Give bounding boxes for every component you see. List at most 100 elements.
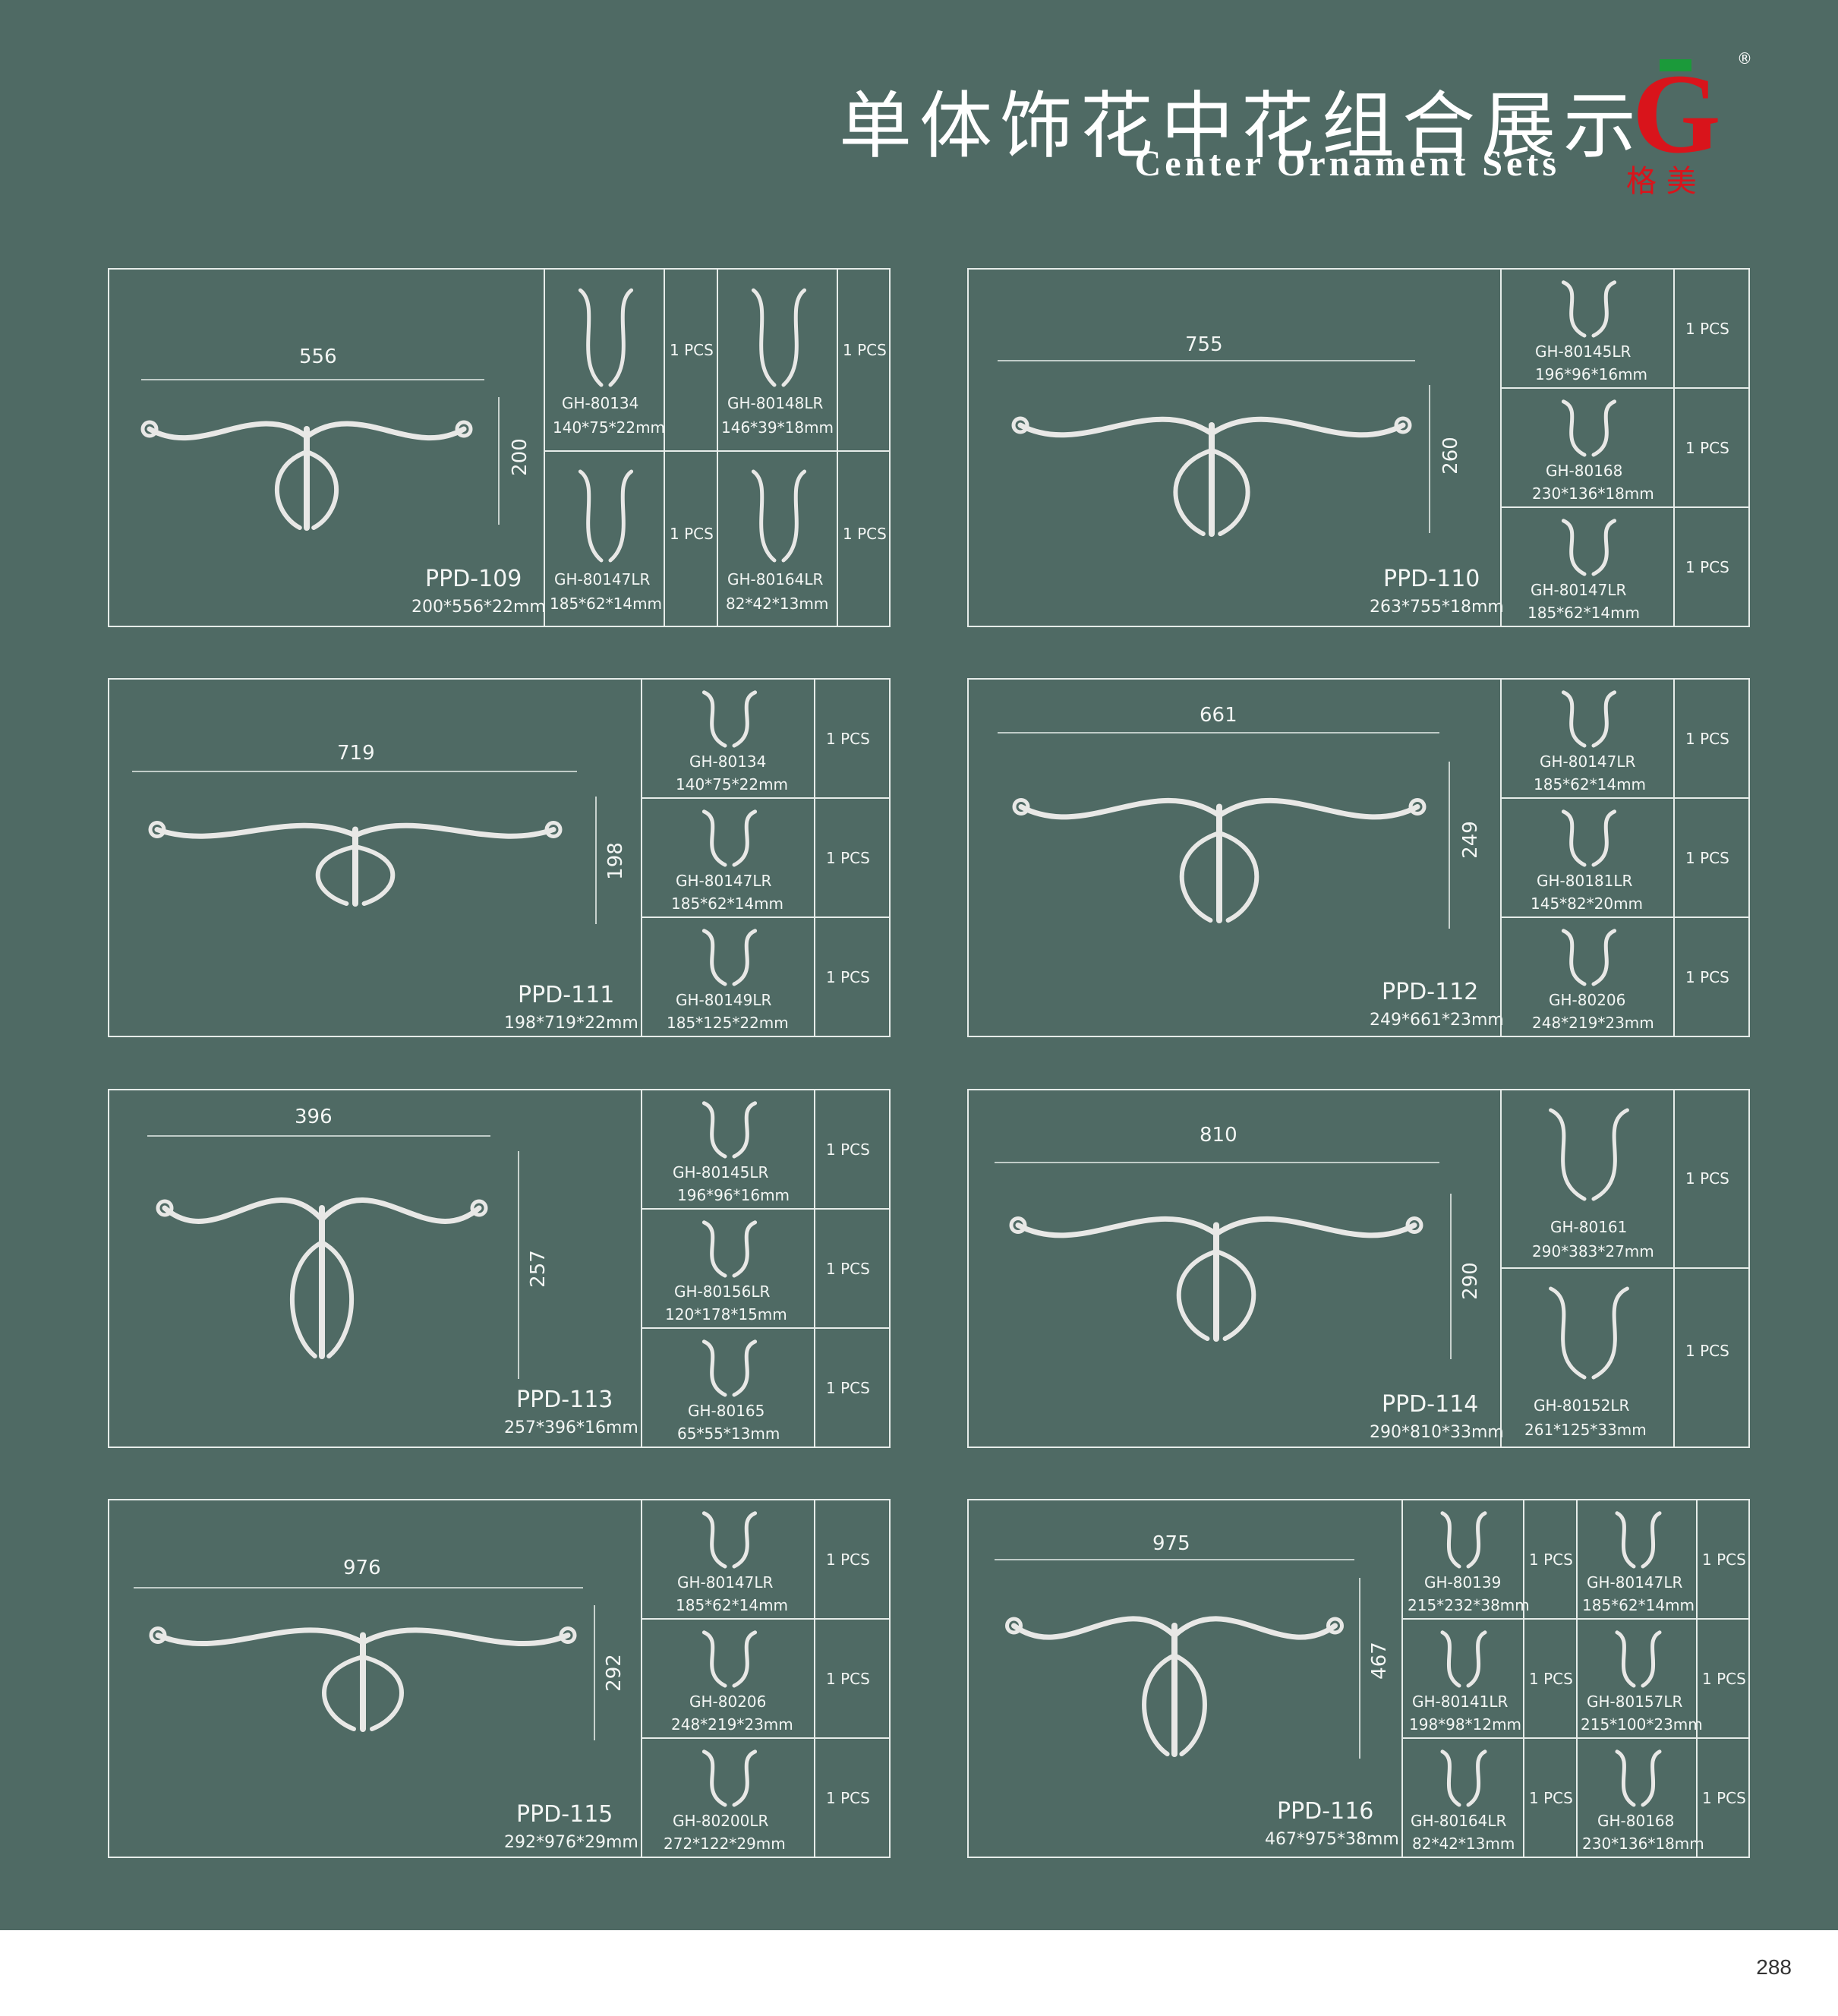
- part-code: GH-80145LR: [673, 1163, 769, 1182]
- ornament-curl: [1012, 798, 1030, 816]
- height-label: 260: [1439, 437, 1462, 475]
- part-ornament-scroll: [701, 1630, 727, 1688]
- part-ornament-scroll: [751, 469, 777, 563]
- part-cell: GH-80206 248*219*23mm: [641, 1618, 815, 1739]
- part-ornament-scroll: [732, 1339, 758, 1397]
- height-ruler: [1449, 762, 1450, 929]
- width-ruler: [998, 732, 1439, 734]
- ornament-lower-scroll: [1214, 1249, 1256, 1341]
- part-size: 185*62*14mm: [1534, 775, 1647, 793]
- part-cell: GH-80141LR 198*98*12mm: [1401, 1618, 1524, 1739]
- part-ornament-scroll: [751, 288, 777, 387]
- ornament-scroll: [1018, 797, 1222, 820]
- qty-cell: 1 PCS: [814, 1089, 891, 1210]
- height-label: 290: [1458, 1262, 1482, 1300]
- part-qty: 1 PCS: [1529, 1789, 1573, 1807]
- ornament-lower-scroll: [275, 450, 309, 530]
- part-code: GH-80181LR: [1537, 872, 1633, 890]
- part-ornament: [701, 1630, 758, 1688]
- part-ornament-scroll: [732, 690, 758, 748]
- width-ruler: [141, 379, 484, 380]
- part-size: 140*75*22mm: [676, 775, 789, 793]
- width-label: 719: [337, 742, 375, 765]
- ornament-curl: [1005, 1617, 1023, 1635]
- part-ornament: [578, 469, 634, 563]
- ornament-curl: [1408, 798, 1427, 816]
- ornament-curl: [156, 1199, 174, 1217]
- height-ruler: [1359, 1578, 1360, 1759]
- part-ornament: [1549, 1108, 1629, 1201]
- part-ornament-scroll: [1591, 809, 1617, 867]
- qty-cell: 1 PCS: [814, 1618, 891, 1739]
- height-ruler: [1450, 1194, 1452, 1359]
- height-label: 257: [526, 1250, 550, 1288]
- ornament-scroll: [1017, 416, 1215, 438]
- ornament-lower-scroll: [322, 1655, 365, 1731]
- ornament-lower-scroll: [1172, 1653, 1207, 1756]
- ornament-scroll: [1209, 416, 1406, 438]
- ornament-lower-scroll: [1209, 448, 1250, 536]
- part-ornament-scroll: [1549, 1108, 1587, 1201]
- part-code: GH-80165: [688, 1402, 765, 1420]
- part-size: 215*100*23mm: [1581, 1715, 1703, 1734]
- set-code: PPD-111: [518, 982, 615, 1008]
- qty-cell: 1 PCS: [814, 1327, 891, 1448]
- part-code: GH-80147LR: [1531, 581, 1627, 599]
- part-size: 272*122*29mm: [664, 1835, 786, 1853]
- part-code: GH-80206: [689, 1693, 767, 1711]
- part-ornament-scroll: [732, 1101, 758, 1159]
- ornament-ppd-113: [156, 1197, 488, 1359]
- ornament-ppd-114: [1009, 1216, 1423, 1342]
- part-ornament: [1561, 280, 1617, 338]
- part-cell: GH-80168 230*136*18mm: [1576, 1737, 1704, 1858]
- part-code: GH-80156LR: [674, 1282, 771, 1301]
- part-ornament: [1561, 929, 1617, 986]
- part-cell: GH-80147LR 185*62*14mm: [1500, 678, 1675, 799]
- set-size: 257*396*16mm: [504, 1418, 638, 1437]
- part-ornament-scroll: [1561, 809, 1587, 867]
- width-ruler: [995, 1162, 1439, 1163]
- part-cell: GH-80139 215*232*38mm: [1401, 1499, 1530, 1620]
- height-ruler: [498, 397, 500, 525]
- part-cell: GH-80148LR 146*39*18mm: [717, 268, 838, 452]
- part-code: GH-80149LR: [676, 991, 772, 1009]
- qty-cell: 1 PCS: [837, 450, 891, 627]
- part-qty: 1 PCS: [826, 1379, 870, 1397]
- part-code: GH-80134: [562, 394, 639, 412]
- width-label: 396: [295, 1106, 333, 1128]
- logo-green-bar: [1660, 59, 1691, 71]
- part-qty: 1 PCS: [1685, 968, 1729, 986]
- ornament-scroll: [1171, 1616, 1338, 1640]
- part-qty: 1 PCS: [826, 1670, 870, 1688]
- part-code: GH-80157LR: [1587, 1693, 1683, 1711]
- part-ornament-scroll: [578, 288, 604, 387]
- part-ornament-scroll: [1641, 1511, 1662, 1569]
- part-size: 196*96*16mm: [677, 1186, 790, 1204]
- set-panel-ppd-110: 755 260 PPD-110 263*755*18mm GH-80145LR …: [967, 268, 1750, 627]
- registered-mark: ®: [1737, 49, 1752, 68]
- width-label: 810: [1200, 1124, 1237, 1147]
- part-ornament-scroll: [1440, 1749, 1461, 1807]
- part-code: GH-80161: [1550, 1218, 1628, 1236]
- set-size: 290*810*33mm: [1370, 1423, 1504, 1442]
- logo-caption: 格 美: [1626, 164, 1697, 199]
- height-label: 292: [602, 1654, 626, 1692]
- part-qty: 1 PCS: [843, 525, 887, 543]
- ornament-lower-scroll: [361, 1655, 404, 1731]
- part-qty: 1 PCS: [843, 341, 887, 359]
- part-qty: 1 PCS: [826, 1141, 870, 1159]
- part-size: 230*136*18mm: [1532, 484, 1654, 503]
- part-cell: GH-80147LR 185*62*14mm: [1500, 506, 1675, 627]
- qty-cell: 1 PCS: [1523, 1737, 1578, 1858]
- part-size: 140*75*22mm: [553, 418, 666, 437]
- part-ornament: [578, 288, 634, 387]
- set-size: 263*755*18mm: [1370, 598, 1504, 617]
- part-ornament-scroll: [1561, 399, 1587, 457]
- part-cell: GH-80149LR 185*125*22mm: [641, 917, 815, 1037]
- set-panel-ppd-112: 661 249 PPD-112 249*661*23mm GH-80147LR …: [967, 678, 1750, 1037]
- ornament-lower-scroll: [1142, 1653, 1177, 1756]
- part-ornament: [1561, 399, 1617, 457]
- part-code: GH-80134: [689, 752, 767, 771]
- ornament-ppd-111: [148, 821, 563, 907]
- part-code: GH-80147LR: [1587, 1573, 1683, 1592]
